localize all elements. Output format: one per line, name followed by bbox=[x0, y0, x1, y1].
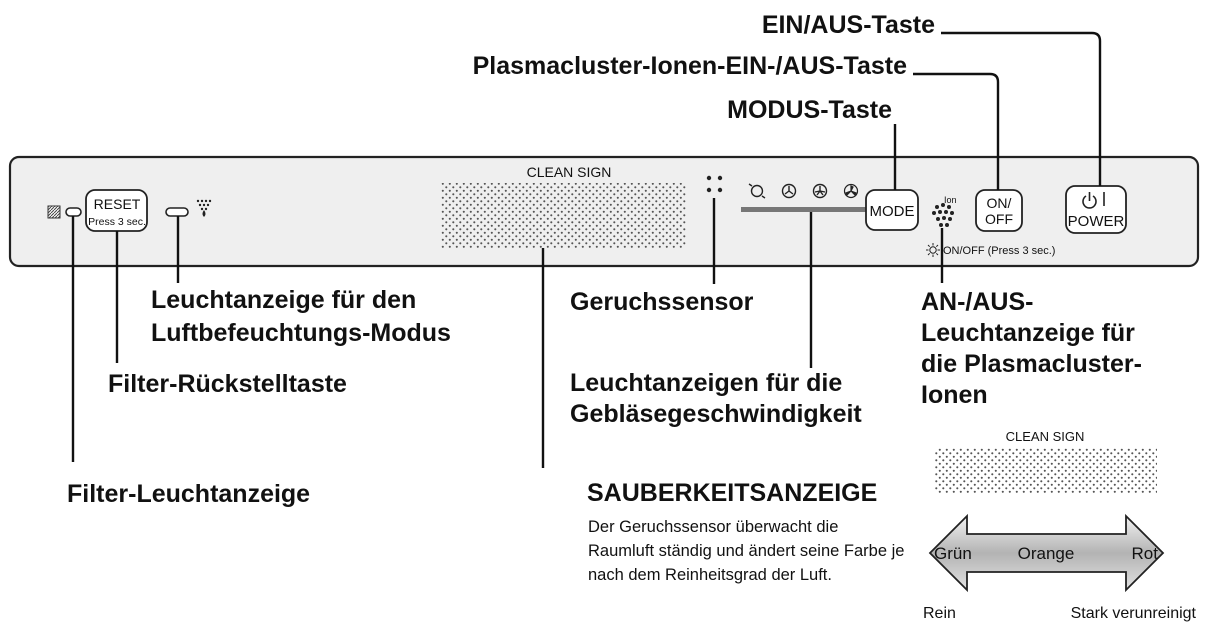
legend-left-label: Rein bbox=[923, 605, 956, 622]
fan-medium-icon bbox=[812, 183, 828, 199]
ion-indicator-callout-2: Leuchtanzeige für bbox=[921, 319, 1135, 347]
ion-indicator-callout-4: Ionen bbox=[921, 381, 988, 409]
ion-mark: Ion bbox=[944, 195, 957, 205]
power-label: POWER bbox=[1068, 213, 1125, 230]
mode-label: MODE bbox=[870, 203, 915, 220]
legend-right-label: Stark verunreinigt bbox=[1071, 605, 1197, 622]
leader-lines bbox=[71, 31, 1102, 468]
legend-clean-sign-label: CLEAN SIGN bbox=[1006, 429, 1085, 444]
odor-sensor-callout: Geruchssensor bbox=[570, 288, 754, 316]
humidify-indicator bbox=[165, 207, 189, 217]
legend-color-green: Grün bbox=[934, 544, 972, 563]
clean-sign-label: CLEAN SIGN bbox=[527, 164, 612, 180]
power-icon bbox=[1082, 192, 1105, 209]
reset-label: RESET bbox=[94, 196, 141, 212]
ion-onoff-button[interactable]: ON/ OFF bbox=[975, 189, 1023, 232]
clean-sign-callout: SAUBERKEITSANZEIGE bbox=[587, 479, 877, 507]
leader-ion-button bbox=[913, 72, 1000, 190]
fan-high-icon bbox=[843, 183, 859, 199]
power-button-callout: EIN/AUS-Taste bbox=[762, 11, 935, 39]
clean-sign-description: Der Geruchssensor überwacht die Raumluft… bbox=[588, 518, 905, 584]
humidify-callout-2: Luftbefeuchtungs-Modus bbox=[151, 319, 451, 347]
ion-onoff-label-1: ON/ bbox=[987, 195, 1012, 211]
humidify-callout-1: Leuchtanzeige für den bbox=[151, 286, 416, 314]
fan-low-icon bbox=[781, 183, 797, 199]
fan-auto-icon bbox=[748, 183, 766, 199]
ion-button-callout: Plasmacluster-Ionen-EIN-/AUS-Taste bbox=[473, 52, 907, 80]
light-icon bbox=[926, 243, 940, 257]
ion-cluster-icon bbox=[932, 203, 954, 227]
legend-color-arrow bbox=[928, 513, 1165, 593]
leader-power bbox=[941, 31, 1102, 186]
legend-clean-sign-display bbox=[934, 448, 1157, 494]
odor-sensor bbox=[706, 175, 723, 193]
filter-reset-callout: Filter-Rückstelltaste bbox=[108, 370, 347, 398]
filter-indicator bbox=[65, 207, 82, 217]
light-hint: ON/OFF (Press 3 sec.) bbox=[943, 245, 1055, 257]
fan-speed-callout-1: Leuchtanzeigen für die bbox=[570, 369, 842, 397]
fan-speed-bar bbox=[741, 207, 867, 212]
power-button[interactable]: POWER bbox=[1065, 185, 1127, 234]
filter-icon bbox=[47, 205, 61, 219]
fan-speed-callout-2: Gebläsegeschwindigkeit bbox=[570, 400, 862, 428]
reset-button[interactable]: RESET Press 3 sec. bbox=[85, 189, 148, 232]
legend-color-red: Rot bbox=[1132, 544, 1159, 563]
legend-color-orange: Orange bbox=[1018, 544, 1075, 563]
reset-hint: Press 3 sec. bbox=[88, 216, 146, 228]
ion-onoff-label-2: OFF bbox=[985, 211, 1013, 227]
filter-indicator-callout: Filter-Leuchtanzeige bbox=[67, 480, 310, 508]
clean-sign-display bbox=[441, 183, 686, 248]
ion-indicator-callout-1: AN-/AUS- bbox=[921, 288, 1034, 316]
ion-indicator-callout-3: die Plasmacluster- bbox=[921, 350, 1142, 378]
humidify-icon bbox=[196, 199, 212, 217]
mode-button[interactable]: MODE bbox=[865, 189, 919, 231]
mode-button-callout: MODUS-Taste bbox=[727, 96, 892, 124]
